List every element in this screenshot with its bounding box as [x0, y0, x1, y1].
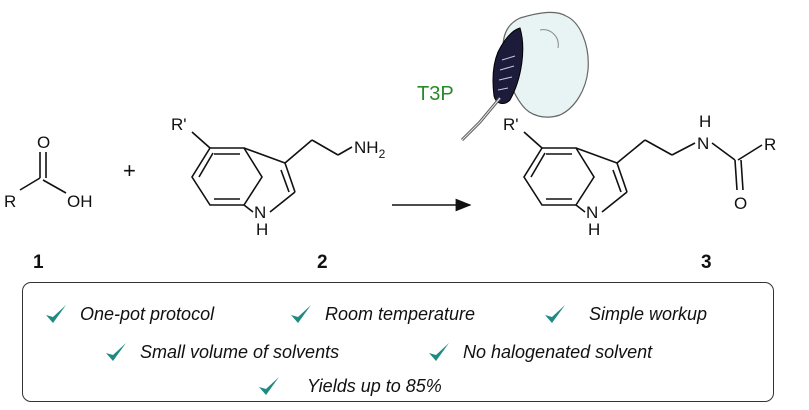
compound-3-atom-R: R — [764, 135, 776, 154]
compound-1-atom-O: O — [37, 133, 50, 152]
check-icon — [259, 377, 279, 395]
feature-label: Room temperature — [325, 303, 476, 324]
feature-label: No halogenated solvent — [463, 341, 653, 362]
compound-3-atom-N: N — [586, 203, 598, 222]
check-icon — [46, 305, 66, 323]
compound-1-label: 1 — [33, 252, 44, 273]
check-icon — [545, 305, 565, 323]
reagent-label: T3P — [417, 83, 454, 105]
compound-3-structure — [523, 131, 763, 213]
features-box — [22, 282, 774, 402]
compound-3-atom-Rprime: R' — [503, 115, 519, 134]
feature-item: Small volume of solvents — [104, 340, 339, 364]
feature-label: Small volume of solvents — [140, 341, 340, 362]
compound-1-atom-R: R — [4, 192, 16, 211]
compound-2-atom-Rprime: R' — [171, 115, 187, 134]
compound-3-atom-amide-N: N — [697, 134, 709, 153]
feature-item: One-pot protocol — [44, 302, 214, 326]
check-icon — [291, 305, 311, 323]
compound-2-atom-N: N — [254, 203, 266, 222]
compound-3-atom-O: O — [734, 194, 747, 213]
check-icon — [429, 343, 449, 361]
compound-1-atom-OH: OH — [67, 192, 93, 211]
compound-3-label: 3 — [701, 252, 712, 273]
compound-2-structure — [191, 131, 353, 213]
compound-3-atom-amide-H: H — [699, 112, 711, 131]
feature-item: No halogenated solvent — [427, 340, 652, 364]
compound-2-atom-H: H — [256, 220, 268, 239]
check-icon — [106, 343, 126, 361]
compound-3-atom-H: H — [588, 220, 600, 239]
feature-label: Yields up to 85% — [307, 375, 442, 396]
feature-item: Simple workup — [543, 302, 707, 326]
compound-2-label: 2 — [317, 252, 328, 273]
feature-label: One-pot protocol — [80, 303, 215, 324]
feature-item: Room temperature — [289, 302, 475, 326]
plus-sign: + — [123, 158, 136, 183]
feature-label: Simple workup — [589, 303, 708, 324]
reaction-scheme: O R OH 1 + R' NH2 N H 2 T3P — [4, 11, 776, 273]
compound-1-structure — [19, 152, 67, 194]
flask-pipette-icon — [460, 11, 589, 142]
compound-2-atom-NH2: NH2 — [354, 138, 386, 161]
feature-item: Yields up to 85% — [257, 374, 442, 398]
